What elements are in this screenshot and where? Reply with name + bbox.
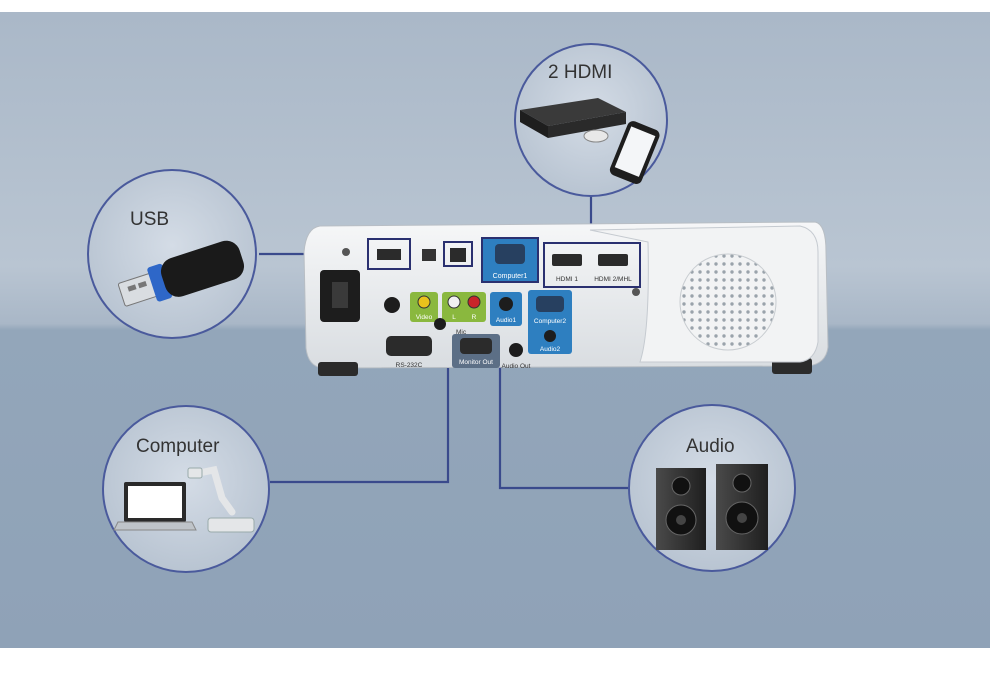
usb-callout-label: USB (130, 209, 169, 230)
rs232c-port-label: RS-232C (396, 362, 423, 369)
monitor-out-port: Monitor Out (452, 334, 500, 368)
projector-foot (318, 362, 358, 376)
rs232c-port: RS-232C (386, 336, 432, 369)
video-port: Video (410, 292, 438, 322)
audio-callout-label: Audio (686, 436, 735, 457)
mini-jack (384, 297, 400, 313)
speakers-icon (656, 464, 768, 550)
video-port-label: Video (416, 314, 433, 321)
monitor-out-port-label: Monitor Out (459, 359, 493, 366)
hdmi2-port (598, 254, 628, 266)
screw (632, 288, 640, 296)
computer1-port: Computer1 (481, 237, 539, 283)
usb-callout: USB (87, 169, 257, 339)
audio-r-label: R (472, 314, 477, 321)
audio1-port: Audio1 (490, 292, 522, 326)
computer-callout: Computer (102, 405, 270, 573)
hdmi1-port (552, 254, 582, 266)
hdmi-callout: 2 HDMI (514, 43, 668, 197)
audio-out-port-label: Audio Out (502, 363, 531, 370)
mic-jack (434, 318, 446, 330)
audio1-port-label: Audio1 (496, 317, 517, 324)
audio-callout: Audio (628, 404, 796, 572)
usb-port-a (367, 238, 411, 270)
speaker-grill (679, 253, 777, 351)
laptop-document-camera-icon (113, 465, 255, 533)
projector: Computer1 HDMI 1 HDMI 2/MHL Video L R Mi… (303, 221, 829, 376)
computer2-port-label: Computer2 (534, 318, 567, 325)
usb-port-b (422, 249, 436, 261)
audio2-port-label: Audio2 (540, 346, 561, 353)
audio-out-port: Audio Out (502, 343, 531, 370)
computer1-port-label: Computer1 (493, 273, 528, 280)
audio-l-label: L (452, 314, 456, 321)
audio-lr-ports: L R (442, 292, 486, 322)
computer-callout-label: Computer (136, 436, 220, 457)
computer2-port: Computer2 Audio2 (528, 290, 572, 354)
lan-port (443, 241, 473, 267)
usb-drive-icon (117, 240, 245, 307)
hdmi1-port-label: HDMI 1 (556, 276, 578, 283)
diagram-canvas: Computer1 HDMI 1 HDMI 2/MHL Video L R Mi… (87, 43, 829, 573)
hdmi-devices-icon (520, 98, 660, 184)
hdmi-ports-group: HDMI 1 HDMI 2/MHL (543, 242, 641, 288)
hdmi-callout-label: 2 HDMI (548, 62, 612, 83)
hdmi2-port-label: HDMI 2/MHL (594, 276, 632, 283)
mic-label: Mic (456, 329, 467, 336)
connectivity-diagram: Computer1 HDMI 1 HDMI 2/MHL Video L R Mi… (0, 12, 990, 648)
screw (342, 248, 350, 256)
